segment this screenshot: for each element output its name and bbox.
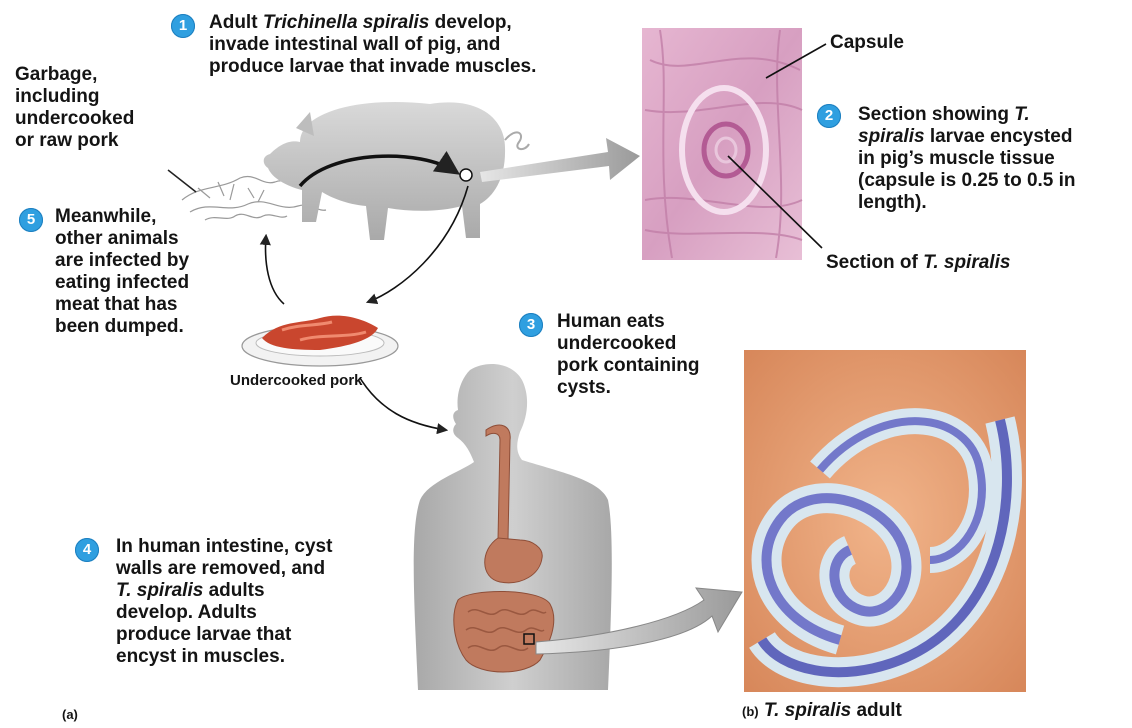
text-run: adults	[203, 580, 264, 601]
text-run: walls are removed, and	[116, 558, 325, 579]
step-text-line: In human intestine, cyst	[116, 536, 332, 558]
panel-b-rest: adult	[851, 700, 902, 721]
text-run: larvae encysted	[925, 126, 1073, 147]
garbage-label-line: including	[15, 86, 134, 108]
pork-to-garbage-arrow	[266, 236, 284, 304]
text-run: are infected by	[55, 250, 189, 271]
step-text-line: meat that has	[55, 294, 189, 316]
step-4-text: In human intestine, cystwalls are remove…	[116, 536, 332, 668]
text-run: cysts.	[557, 377, 611, 398]
text-run: Human eats	[557, 311, 665, 332]
step-text-line: length).	[858, 192, 1076, 214]
garbage-label-line: undercooked	[15, 108, 134, 130]
italic-run: Trichinella spiralis	[263, 12, 430, 33]
step-text-line: pork containing	[557, 355, 700, 377]
capsule-label: Capsule	[830, 32, 904, 54]
italic-run: T.	[1014, 104, 1029, 125]
italic-run: T. spiralis	[116, 580, 203, 601]
muscle-section-micrograph	[642, 28, 802, 260]
text-run: Adult	[209, 12, 263, 33]
italic-run: spiralis	[858, 126, 925, 147]
text-run: length).	[858, 192, 927, 213]
section-label-prefix: Section of	[826, 252, 923, 273]
text-run: Section showing	[858, 104, 1014, 125]
text-run: In human intestine, cyst	[116, 536, 332, 557]
step-text-line: spiralis larvae encysted	[858, 126, 1076, 148]
step-text-line: develop. Adults	[116, 602, 332, 624]
text-run: eating infected	[55, 272, 189, 293]
step-badge-1: 1	[171, 14, 195, 38]
panel-a-label: (a)	[62, 706, 78, 724]
step-text-line: T. spiralis adults	[116, 580, 332, 602]
garbage-label-line: Garbage,	[15, 64, 134, 86]
step-3-text: Human eatsundercookedpork containingcyst…	[557, 311, 700, 399]
step-text-line: are infected by	[55, 250, 189, 272]
text-run: pork containing	[557, 355, 700, 376]
step-text-line: been dumped.	[55, 316, 189, 338]
step-5-text: Meanwhile,other animalsare infected byea…	[55, 206, 189, 338]
section-label-species: T. spiralis	[923, 252, 1010, 273]
text-run: develop. Adults	[116, 602, 257, 623]
pork-plate	[242, 316, 398, 366]
step-text-line: Meanwhile,	[55, 206, 189, 228]
text-run: develop,	[429, 12, 511, 33]
step-1-text: Adult Trichinella spiralis develop,invad…	[209, 12, 536, 78]
text-run: (capsule is 0.25 to 0.5 in	[858, 170, 1076, 191]
text-run: meat that has	[55, 294, 177, 315]
garbage-label: Garbage, including undercooked or raw po…	[15, 64, 134, 152]
panel-b-letter: (b)	[742, 704, 759, 719]
pork-to-human-arrow	[360, 378, 446, 430]
step-2-text: Section showing T.spiralis larvae encyst…	[858, 104, 1076, 214]
step-text-line: Human eats	[557, 311, 700, 333]
step-text-line: in pig’s muscle tissue	[858, 148, 1076, 170]
step-text-line: produce larvae that	[116, 624, 332, 646]
panel-b-caption: (b) T. spiralis adult	[742, 700, 902, 723]
text-run: invade intestinal wall of pig, and	[209, 34, 500, 55]
step-text-line: encyst in muscles.	[116, 646, 332, 668]
step-text-line: (capsule is 0.25 to 0.5 in	[858, 170, 1076, 192]
step-text-line: cysts.	[557, 377, 700, 399]
step-text-line: eating infected	[55, 272, 189, 294]
step-text-line: undercooked	[557, 333, 700, 355]
step-text-line: Adult Trichinella spiralis develop,	[209, 12, 536, 34]
text-run: been dumped.	[55, 316, 184, 337]
step-badge-2: 2	[817, 104, 841, 128]
step-text-line: invade intestinal wall of pig, and	[209, 34, 536, 56]
step-text-line: other animals	[55, 228, 189, 250]
text-run: undercooked	[557, 333, 676, 354]
text-run: Meanwhile,	[55, 206, 156, 227]
step-badge-3: 3	[519, 313, 543, 337]
text-run: other animals	[55, 228, 179, 249]
section-label: Section of T. spiralis	[826, 252, 1010, 274]
step-badge-4: 4	[75, 538, 99, 562]
panel-b-species: T. spiralis	[764, 700, 851, 721]
step-badge-5: 5	[19, 208, 43, 232]
step-text-line: produce larvae that invade muscles.	[209, 56, 536, 78]
garbage-leader-line	[168, 170, 196, 192]
step-text-line: Section showing T.	[858, 104, 1076, 126]
pork-label: Undercooked pork	[230, 372, 363, 390]
pig-muscle-marker	[460, 169, 472, 181]
text-run: encyst in muscles.	[116, 646, 285, 667]
text-run: produce larvae that	[116, 624, 291, 645]
step-text-line: walls are removed, and	[116, 558, 332, 580]
adult-worm-micrograph	[744, 350, 1026, 692]
garbage-label-line: or raw pork	[15, 130, 134, 152]
text-run: produce larvae that invade muscles.	[209, 56, 536, 77]
text-run: in pig’s muscle tissue	[858, 148, 1055, 169]
